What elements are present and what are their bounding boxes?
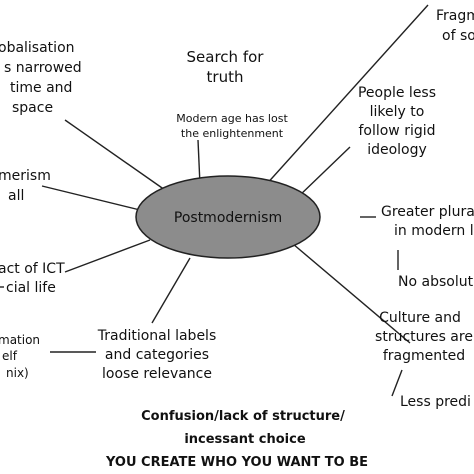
node-culture-line3: fragmented bbox=[383, 348, 465, 364]
node-traditional-labels-line1: Traditional labels bbox=[97, 328, 217, 344]
center-label: Postmodernism bbox=[174, 210, 282, 226]
connector-ideology bbox=[297, 146, 351, 198]
node-ideology-line3: follow rigid bbox=[358, 123, 435, 139]
node-globalisation-line3: time and bbox=[10, 80, 72, 96]
node-pluralism-line1: Greater plural bbox=[381, 204, 474, 220]
node-ideology-line4: ideology bbox=[367, 142, 427, 158]
node-globalisation-line4: space bbox=[12, 100, 53, 116]
connector-less-pred bbox=[391, 369, 403, 397]
connector-ict bbox=[64, 239, 151, 273]
node-absolute: No absolut bbox=[398, 274, 474, 290]
node-information-line1: mation bbox=[0, 333, 40, 347]
footer-line1: Confusion/lack of structure/ bbox=[141, 409, 345, 424]
node-fragmentation-line2: of so bbox=[442, 28, 474, 44]
connector-traditional-labels bbox=[151, 257, 191, 324]
node-consumerism-line1: merism bbox=[0, 168, 51, 184]
connector-consumerism bbox=[41, 185, 141, 211]
node-search-truth-line1: Search for bbox=[187, 48, 265, 66]
node-information-line3: nix) bbox=[6, 366, 29, 380]
node-search-truth-line2: truth bbox=[207, 68, 244, 86]
node-ict-line1: act of ICT bbox=[0, 261, 65, 277]
footer-line3: YOU CREATE WHO YOU WANT TO BE bbox=[105, 455, 368, 470]
node-culture-line2: structures are bbox=[375, 329, 473, 345]
node-ict-line2: cial life bbox=[6, 280, 56, 296]
node-information-line2: elf bbox=[2, 349, 18, 363]
node-modern-age-line1: Modern age has lost bbox=[176, 112, 288, 125]
node-globalisation-line1: obalisation bbox=[0, 40, 75, 56]
node-ideology-line1: People less bbox=[358, 85, 436, 101]
node-less-pred: Less predi bbox=[400, 394, 471, 410]
footer-line2: incessant choice bbox=[184, 432, 306, 447]
connector-culture bbox=[292, 243, 411, 344]
node-globalisation-line2: s narrowed bbox=[4, 60, 82, 76]
node-ideology-line2: likely to bbox=[370, 104, 425, 120]
connector-fragmentation bbox=[263, 4, 429, 188]
node-fragmentation-line1: Fragm bbox=[436, 8, 474, 24]
node-culture-line1: Culture and bbox=[379, 310, 461, 326]
node-traditional-labels-line3: loose relevance bbox=[102, 366, 212, 382]
connector-globalisation bbox=[64, 119, 166, 191]
center-ellipse bbox=[135, 175, 321, 259]
node-modern-age-line2: the enlightenment bbox=[181, 127, 284, 140]
node-consumerism-line2: all bbox=[8, 188, 24, 204]
node-traditional-labels-line2: and categories bbox=[105, 347, 209, 363]
node-pluralism-line2: in modern l bbox=[394, 223, 474, 239]
